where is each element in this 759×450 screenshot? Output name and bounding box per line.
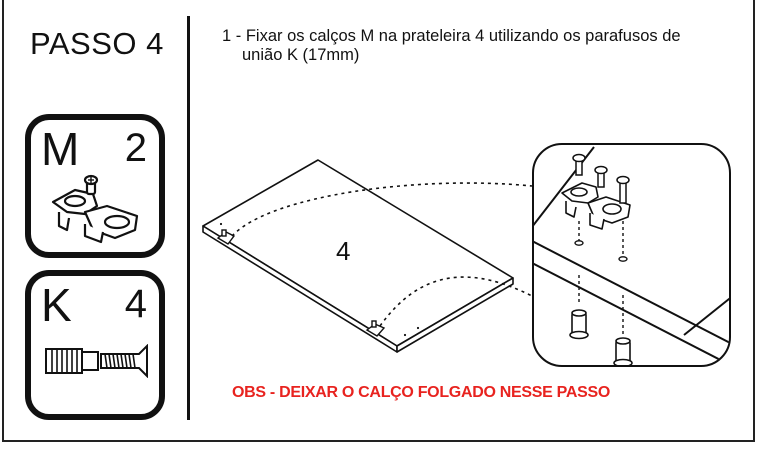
shelf-number-label: 4: [336, 236, 351, 266]
part-m-quantity: 2: [124, 126, 147, 170]
part-m-box: M 2: [25, 114, 165, 258]
instruction-text: 1 - Fixar os calços M na prateleira 4 ut…: [222, 27, 752, 65]
column-divider: [187, 16, 190, 420]
bracket-detail-drawing: [534, 146, 729, 365]
warning-note: OBS - DEIXAR O CALÇO FOLGADO NESSE PASSO: [232, 384, 610, 401]
instruction-line-1: 1 - Fixar os calços M na prateleira 4 ut…: [222, 27, 681, 45]
detail-zoom-panel: [532, 143, 731, 367]
step-title: PASSO 4: [30, 26, 164, 61]
instruction-line-2: união K (17mm): [242, 46, 360, 64]
part-m-letter: M: [41, 123, 80, 175]
part-k-box: K 4: [25, 270, 165, 420]
shelf-support-bracket-icon: [51, 174, 139, 244]
part-k-quantity: 4: [124, 282, 147, 326]
part-k-letter: K: [41, 279, 72, 331]
connector-screw-icon: [45, 344, 148, 378]
page-frame: [2, 0, 755, 442]
connector-screw-detail: [569, 309, 633, 365]
